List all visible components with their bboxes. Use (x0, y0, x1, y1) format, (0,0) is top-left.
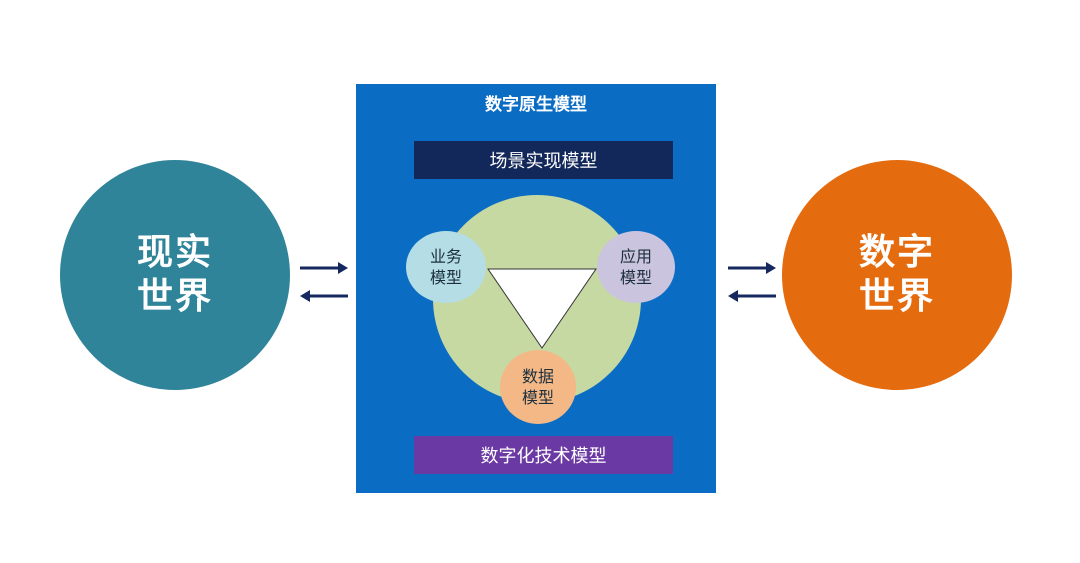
scene-implementation-model-bar: 场景实现模型 (414, 141, 673, 179)
digital-world-label-line2: 世界 (858, 276, 935, 317)
left-bidirectional-arrows (300, 262, 348, 302)
digital-world-label-line1: 数字 (858, 232, 935, 273)
real-world-circle: 现实 世界 (60, 160, 290, 390)
data-model-node: 数据 模型 (500, 350, 576, 424)
right-bidirectional-arrows (728, 262, 776, 302)
digital-technology-model-bar: 数字化技术模型 (414, 436, 673, 474)
real-world-label-line2: 世界 (136, 276, 213, 317)
scene-implementation-model-label: 场景实现模型 (489, 151, 598, 172)
application-model-label-line2: 模型 (619, 268, 652, 287)
business-model-label-line2: 模型 (429, 268, 462, 287)
digital-technology-model-label: 数字化技术模型 (480, 446, 607, 467)
data-model-label-line1: 数据 (521, 367, 554, 386)
data-model-label-line2: 模型 (521, 388, 554, 407)
panel-title: 数字原生模型 (485, 95, 587, 115)
business-model-label-line1: 业务 (429, 247, 462, 266)
application-model-label-line1: 应用 (619, 247, 652, 266)
real-world-label-line1: 现实 (136, 232, 213, 273)
model-triangle-shape (487, 268, 597, 349)
application-model-node: 应用 模型 (597, 231, 675, 303)
business-model-node: 业务 模型 (406, 231, 486, 303)
digital-world-circle: 数字 世界 (782, 160, 1012, 390)
